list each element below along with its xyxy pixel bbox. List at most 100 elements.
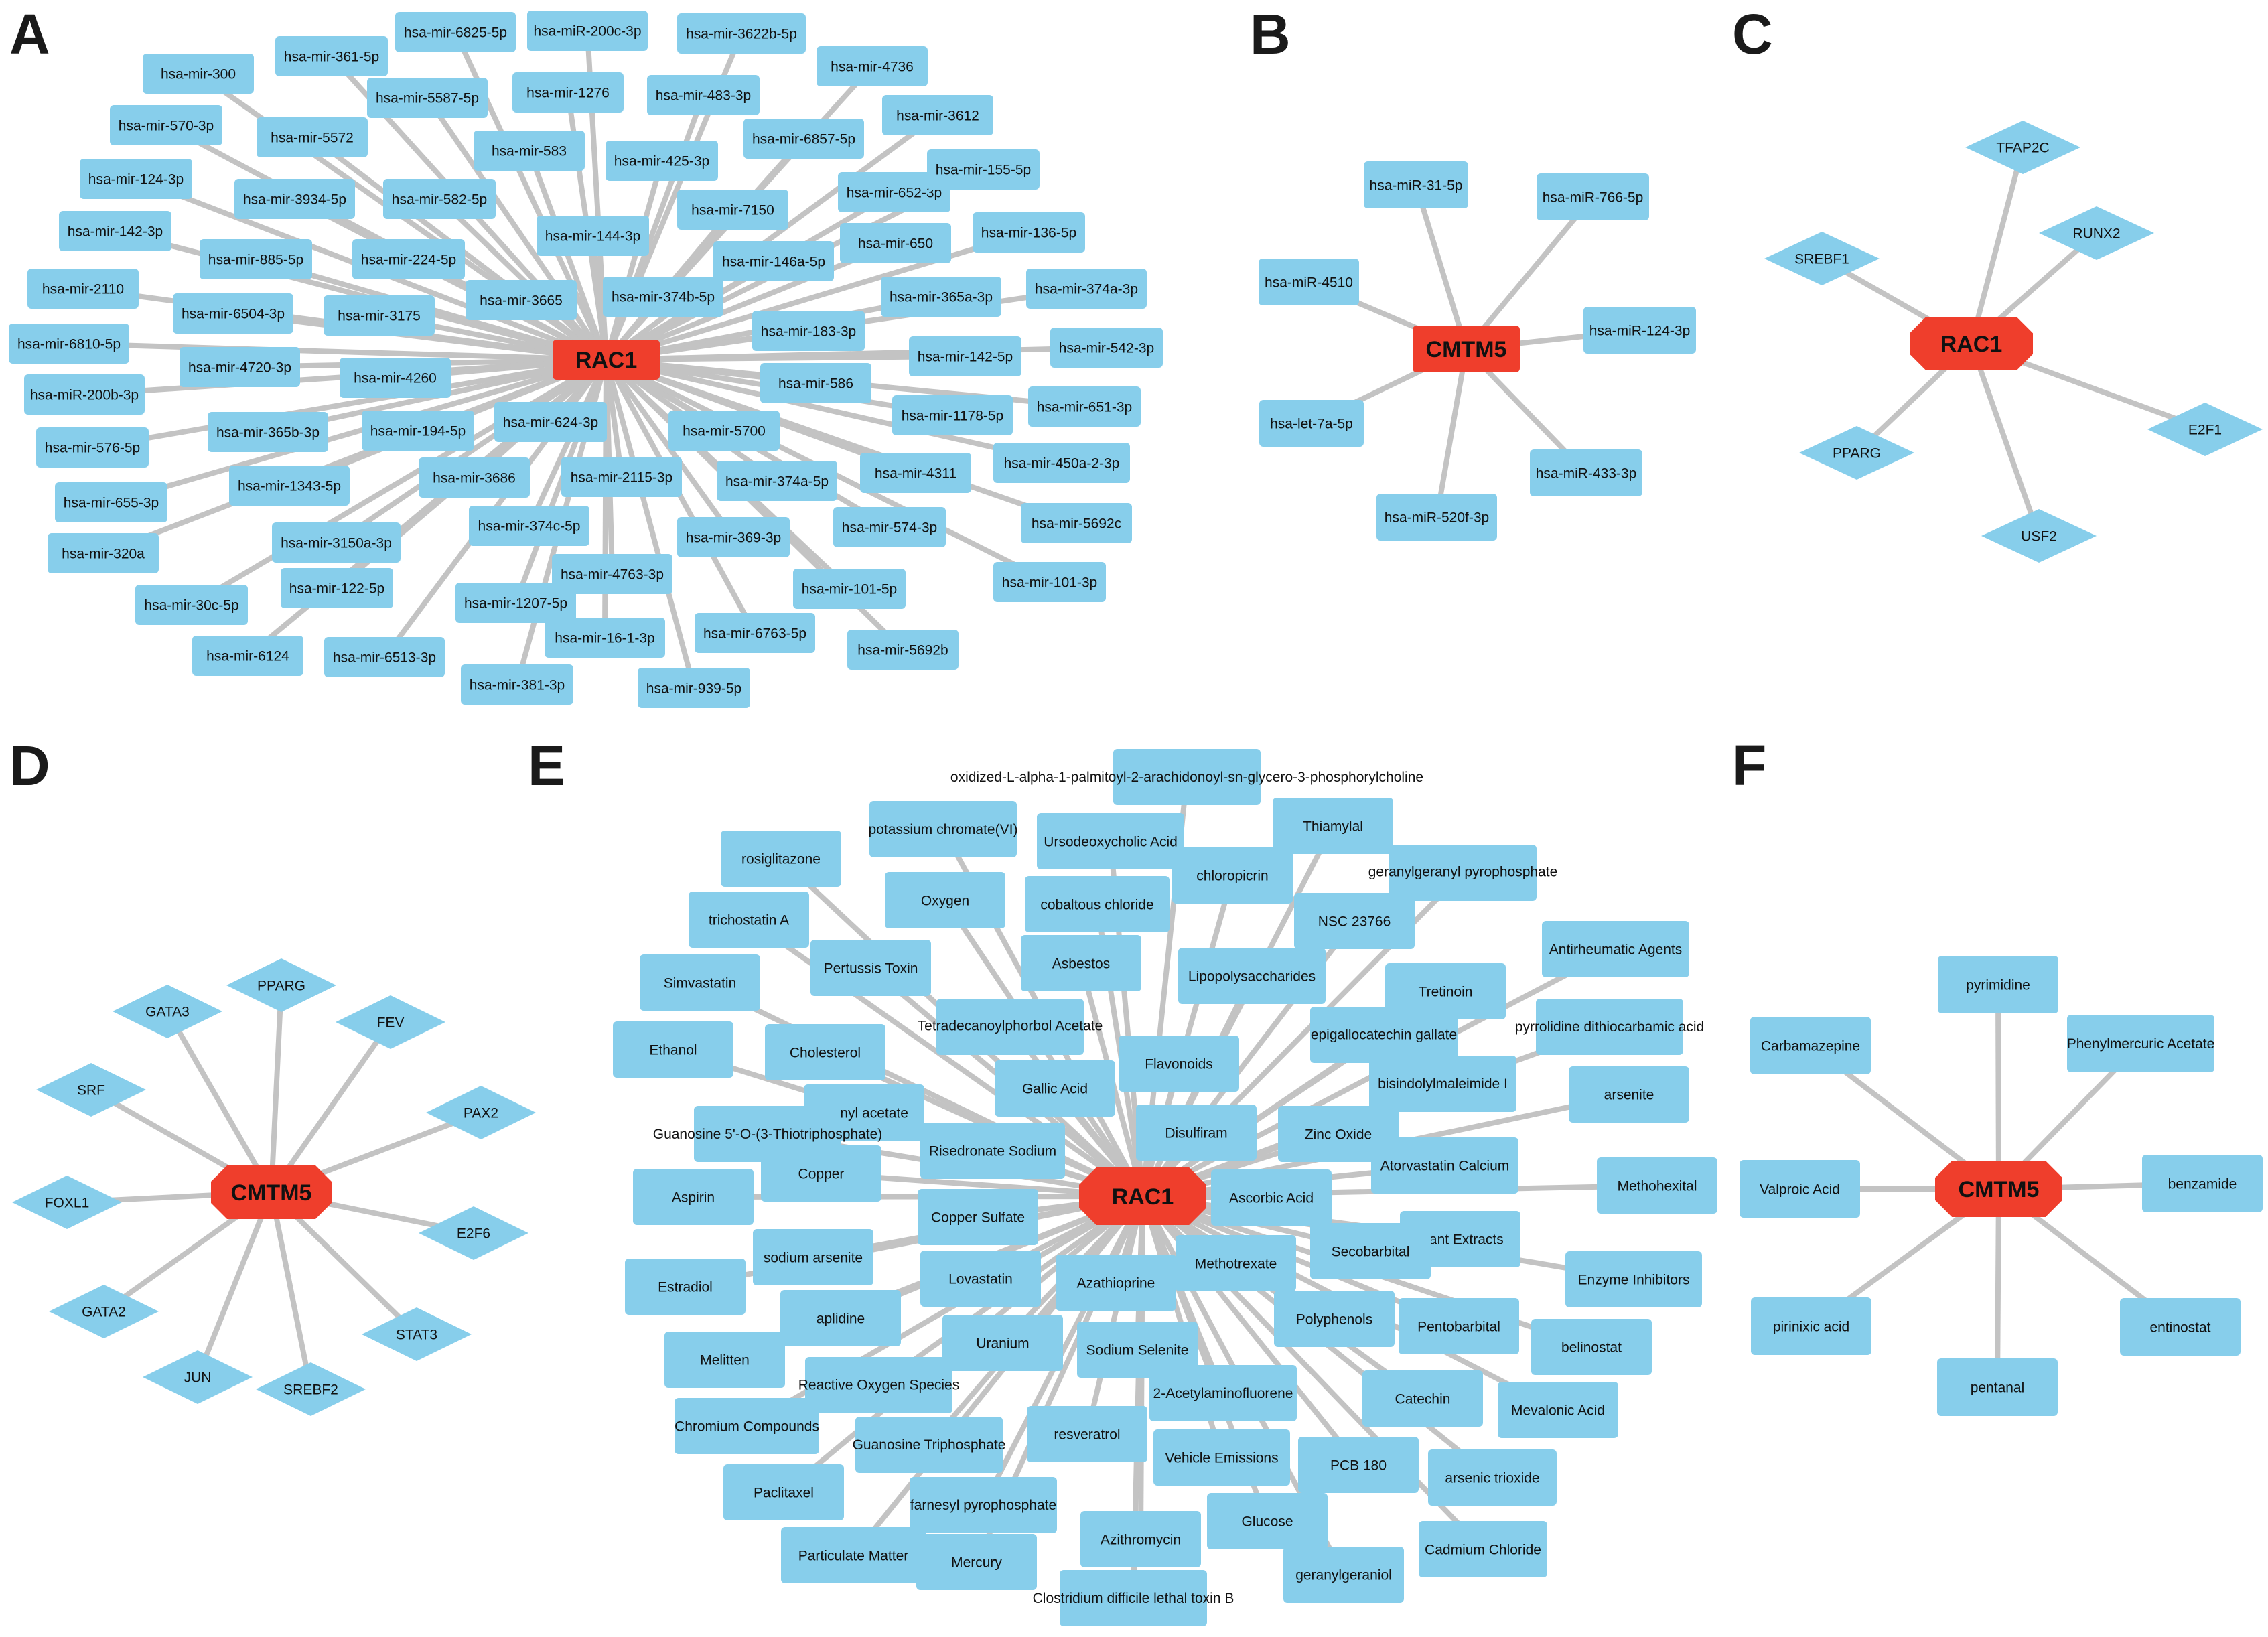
node-label: RUNX2	[2072, 226, 2120, 241]
node-box	[180, 347, 300, 387]
node-label: hsa-mir-6124	[206, 648, 289, 664]
network-node: hsa-mir-369-3p	[677, 517, 790, 557]
node-box	[2067, 1015, 2214, 1072]
edge	[1995, 1188, 2001, 1388]
node-box	[466, 280, 577, 320]
node-box	[537, 216, 649, 256]
node-label: rosiglitazone	[741, 851, 821, 867]
network-node: Copper Sulfate	[918, 1189, 1038, 1245]
node-label: hsa-mir-624-3p	[503, 415, 598, 430]
node-label: Antirheumatic Agents	[1549, 942, 1682, 957]
hub-shape	[1413, 326, 1520, 372]
network-node: hsa-mir-650	[840, 223, 951, 263]
node-label: arsenic trioxide	[1445, 1470, 1539, 1486]
node-label: hsa-mir-224-5p	[361, 252, 456, 267]
node-box	[633, 1169, 754, 1225]
node-label: Methohexital	[1617, 1178, 1697, 1194]
node-label: pentanal	[1971, 1380, 2025, 1395]
node-box	[1371, 1137, 1518, 1194]
node-box	[1211, 1169, 1332, 1226]
network-node: hsa-mir-4260	[340, 358, 451, 398]
node-box	[324, 295, 435, 336]
network-node: hsa-mir-16-1-3p	[545, 618, 665, 658]
node-box	[603, 277, 723, 317]
node-diamond	[362, 1307, 472, 1361]
node-box	[1178, 948, 1326, 1004]
node-label: Flavonoids	[1145, 1056, 1213, 1072]
network-node: Polyphenols	[1274, 1291, 1395, 1347]
node-label: hsa-mir-425-3p	[614, 153, 709, 169]
node-label: uranyl acetate	[820, 1105, 908, 1121]
node-label: Ethanol	[649, 1042, 697, 1058]
network-node: Enzyme Inhibitors	[1565, 1251, 1702, 1307]
node-box	[1362, 1370, 1483, 1427]
node-label: belinostat	[1561, 1340, 1622, 1355]
node-diamond	[113, 985, 222, 1038]
network-node: Mercury	[916, 1534, 1037, 1590]
node-label: Risedronate Sodium	[929, 1143, 1056, 1159]
node-label: Aspirin	[672, 1190, 715, 1205]
node-box	[781, 1527, 926, 1583]
node-label: hsa-mir-4720-3p	[188, 360, 291, 375]
node-box	[1153, 1429, 1290, 1486]
node-box	[810, 940, 931, 996]
network-node: NSC 23766	[1294, 893, 1415, 949]
node-box	[1119, 1036, 1239, 1092]
node-label: Paclitaxel	[754, 1485, 814, 1500]
node-label: FEV	[377, 1015, 405, 1030]
node-label: Zinc Oxide	[1305, 1127, 1372, 1142]
edge	[68, 341, 607, 362]
node-box	[1537, 173, 1649, 220]
node-box	[494, 402, 607, 442]
node-box	[916, 1534, 1037, 1590]
edge	[1969, 342, 2042, 537]
node-label: hsa-mir-136-5p	[981, 225, 1076, 240]
network-node: hsa-mir-1207-5p	[455, 583, 576, 623]
node-box	[527, 11, 648, 51]
network-node: resveratrol	[1027, 1406, 1147, 1462]
node-label: hsa-mir-183-3p	[761, 324, 856, 339]
node-label: Ascorbic Acid	[1229, 1190, 1314, 1206]
network-node: pirinixic acid	[1751, 1297, 1871, 1355]
node-diamond	[1965, 121, 2080, 174]
panel-a: A hsa-mir-300hsa-mir-361-5phsa-mir-6825-…	[9, 3, 1163, 708]
node-label: Reactive Oxygen Species	[798, 1378, 959, 1393]
node-label: Mercury	[951, 1555, 1002, 1570]
node-label: pyrimidine	[1966, 977, 2030, 993]
edge	[604, 113, 940, 362]
node-box	[1364, 161, 1468, 208]
network-node: pyrrolidine dithiocarbamic acid	[1515, 999, 1704, 1055]
node-diamond	[1764, 232, 1880, 285]
network-node: Methohexital	[1597, 1157, 1717, 1214]
node-box	[993, 562, 1106, 602]
node-box	[1027, 1406, 1147, 1462]
network-node: Glucose	[1207, 1493, 1328, 1549]
node-box	[545, 618, 665, 658]
node-box	[455, 583, 576, 623]
node-label: Thiamylal	[1303, 818, 1363, 834]
edge	[232, 311, 607, 362]
node-label: hsa-mir-3934-5p	[243, 192, 346, 207]
network-node: Flavonoids	[1119, 1036, 1239, 1092]
network-node: hsa-miR-31-5p	[1364, 161, 1468, 208]
node-label: hsa-mir-6504-3p	[182, 306, 285, 322]
network-node: hsa-miR-200b-3p	[24, 374, 145, 415]
network-node: TFAP2C	[1965, 121, 2080, 174]
node-label: pirinixic acid	[1773, 1319, 1849, 1334]
edge	[1413, 184, 1469, 350]
network-node: pentanal	[1937, 1358, 2058, 1416]
network-node: hsa-mir-570-3p	[110, 105, 222, 145]
node-box	[200, 239, 312, 279]
network-node: USF2	[1981, 509, 2097, 563]
node-label: hsa-mir-4763-3p	[561, 567, 664, 582]
network-node: hsa-mir-374c-5p	[469, 506, 589, 546]
network-node: geranylgeranyl pyrophosphate	[1368, 845, 1557, 901]
node-label: hsa-mir-4260	[354, 370, 437, 386]
network-node: hsa-mir-365b-3p	[208, 412, 328, 452]
node-box	[1310, 1007, 1458, 1063]
edge	[1434, 348, 1469, 518]
network-node: hsa-mir-6857-5p	[743, 119, 864, 159]
node-box	[1389, 845, 1537, 901]
network-node: Catechin	[1362, 1370, 1483, 1427]
